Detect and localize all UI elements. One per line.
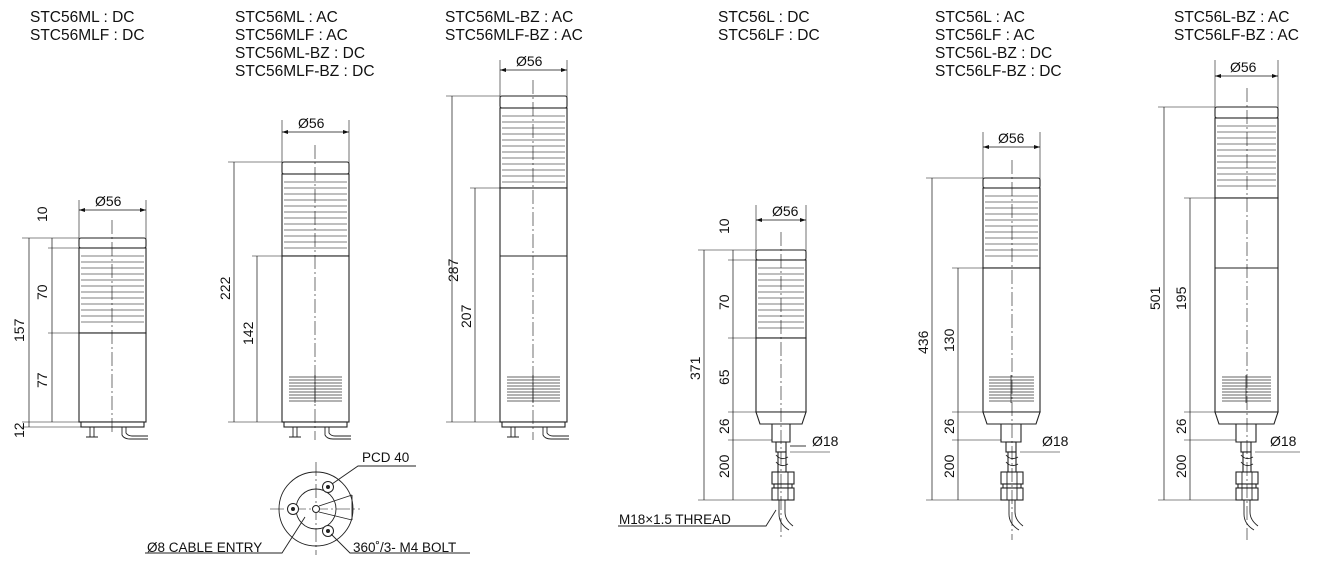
m3-drawing: Ø56 287 207 [445, 53, 569, 440]
m1-bottom-plate [80, 421, 145, 428]
m3-title-2: STC56MLF-BZ : AC [445, 27, 583, 44]
m2-dim-total: 222 [217, 276, 233, 300]
m4-drawing: Ø56 10 70 3 [618, 203, 839, 540]
m5-dim-holder: 26 [941, 418, 957, 434]
m1-dim-total: 157 [11, 318, 27, 342]
m1-cap [78, 237, 147, 249]
m3-diameter: Ø56 [516, 53, 543, 69]
m5-pole-diameter: Ø18 [1042, 433, 1069, 449]
m4-dim-total: 371 [687, 356, 703, 380]
m2-title-4: STC56MLF-BZ : DC [235, 63, 375, 80]
m2-base-body [281, 255, 350, 423]
cable-entry-label: Ø8 CABLE ENTRY [147, 540, 262, 555]
m2-lens [281, 173, 350, 257]
m5-title-4: STC56LF-BZ : DC [935, 63, 1062, 80]
m2-drawing: Ø56 222 142 [217, 115, 351, 440]
m1-dim-lens: 70 [34, 284, 50, 300]
m4-pole-diameter: Ø18 [812, 433, 839, 449]
m1-drawing: Ø56 10 70 157 77 1 [11, 193, 148, 440]
m2-cap [281, 161, 350, 175]
m6-pole-diameter: Ø18 [1270, 433, 1297, 449]
m5-title-3: STC56L-BZ : DC [935, 45, 1052, 62]
m2-title-1: STC56ML : AC [235, 9, 338, 26]
m4-title-2: STC56LF : DC [718, 27, 820, 44]
m1-title-2: STC56MLF : DC [30, 27, 145, 44]
m5-dim-pole: 200 [941, 454, 957, 478]
model-titles: STC56ML : DC STC56MLF : DC STC56ML : AC … [30, 9, 1299, 80]
m4-dim-base: 65 [716, 369, 732, 385]
m6-dim-pole: 200 [1173, 454, 1189, 478]
m1-diameter: Ø56 [95, 193, 122, 209]
m4-dim-pole: 200 [716, 454, 732, 478]
m1-title-1: STC56ML : DC [30, 9, 135, 26]
m4-diameter: Ø56 [772, 203, 799, 219]
m4-dim-holder: 26 [716, 418, 732, 434]
base-view: PCD 40 Ø8 CABLE ENTRY 360˚/3- M4 BOLT [145, 450, 470, 555]
m5-diameter: Ø56 [998, 130, 1025, 146]
m1-dim-bottom: 12 [11, 422, 27, 438]
m1-base-body [78, 332, 147, 423]
m6-drawing: Ø56 [1147, 59, 1300, 540]
m1-lens [78, 247, 147, 334]
thread-label: M18×1.5 THREAD [619, 512, 731, 527]
m5-title-2: STC56LF : AC [935, 27, 1035, 44]
m1-dim-base: 77 [34, 372, 50, 388]
m4-dim-lens: 70 [716, 294, 732, 310]
m4-title-1: STC56L : DC [718, 9, 810, 26]
m5-drawing: Ø56 [915, 130, 1069, 540]
pcd-label: PCD 40 [362, 450, 409, 465]
m3-dim-total: 287 [445, 258, 461, 282]
m2-title-3: STC56ML-BZ : DC [235, 45, 365, 62]
m6-dim-total: 501 [1147, 286, 1163, 310]
m6-dim-holder: 26 [1173, 418, 1189, 434]
m5-title-1: STC56L : AC [935, 9, 1025, 26]
m3-dim-base: 207 [458, 304, 474, 328]
m2-dim-base: 142 [240, 321, 256, 345]
m6-dim-base: 195 [1173, 286, 1189, 310]
m2-diameter: Ø56 [298, 115, 325, 131]
bolt-label: 360˚/3- M4 BOLT [353, 540, 456, 555]
m4-dim-cap: 10 [716, 218, 732, 234]
m1-dim-cap: 10 [34, 206, 50, 222]
m3-title-1: STC56ML-BZ : AC [445, 9, 573, 26]
m6-title-1: STC56L-BZ : AC [1174, 9, 1289, 26]
m6-title-2: STC56LF-BZ : AC [1174, 27, 1299, 44]
m5-dim-total: 436 [915, 330, 931, 354]
m2-title-2: STC56MLF : AC [235, 27, 348, 44]
m5-dim-base: 130 [941, 328, 957, 352]
m6-diameter: Ø56 [1230, 59, 1257, 75]
